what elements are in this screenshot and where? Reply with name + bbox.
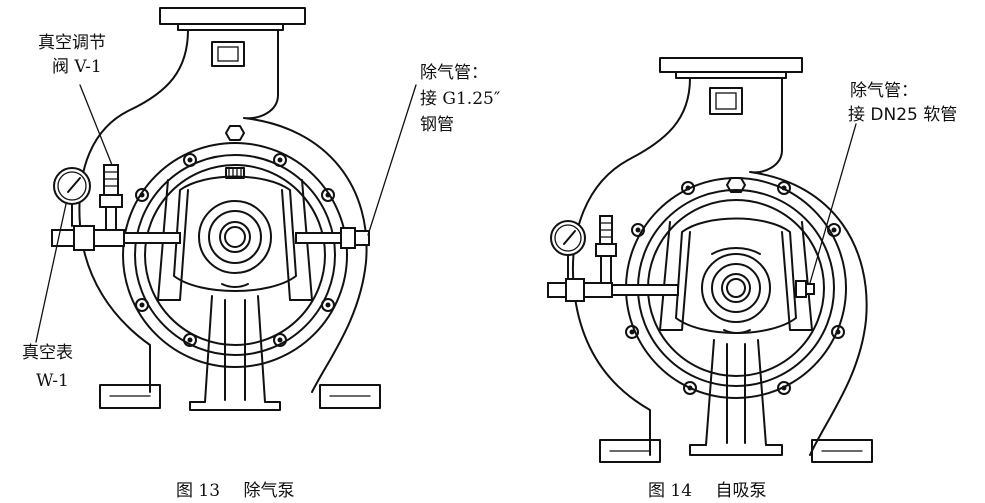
gauge-label-line2: W-1 (36, 371, 69, 391)
vent-label-line1: 除气管： (850, 81, 918, 101)
casing-bolts (625, 181, 845, 395)
self-priming-pump-drawing (547, 57, 873, 463)
figure-14-caption: 图 14 自吸泵 (648, 476, 766, 501)
valve-label-line1: 真空调节 (38, 33, 106, 53)
figure-13-caption: 图 13 除气泵 (176, 476, 294, 501)
degassing-pump-drawing (35, 7, 417, 411)
figure-13-title: 除气泵 (243, 481, 295, 501)
vent-label-line1: 除气管： (420, 63, 488, 83)
figure-14-number: 图 14 (648, 481, 693, 501)
vent-label-line2: 接 G1.25″ (420, 89, 501, 109)
vent-label-line3: 钢管 (420, 115, 454, 135)
gauge-label-line1: 真空表 (22, 343, 73, 363)
valve-label-line2: 阀 V-1 (52, 57, 102, 77)
casing-bolts (135, 153, 335, 347)
figure-14-title: 自吸泵 (715, 481, 767, 501)
figure-13-number: 图 13 (176, 481, 221, 501)
vent-label-line2: 接 DN25 软管 (848, 105, 958, 125)
